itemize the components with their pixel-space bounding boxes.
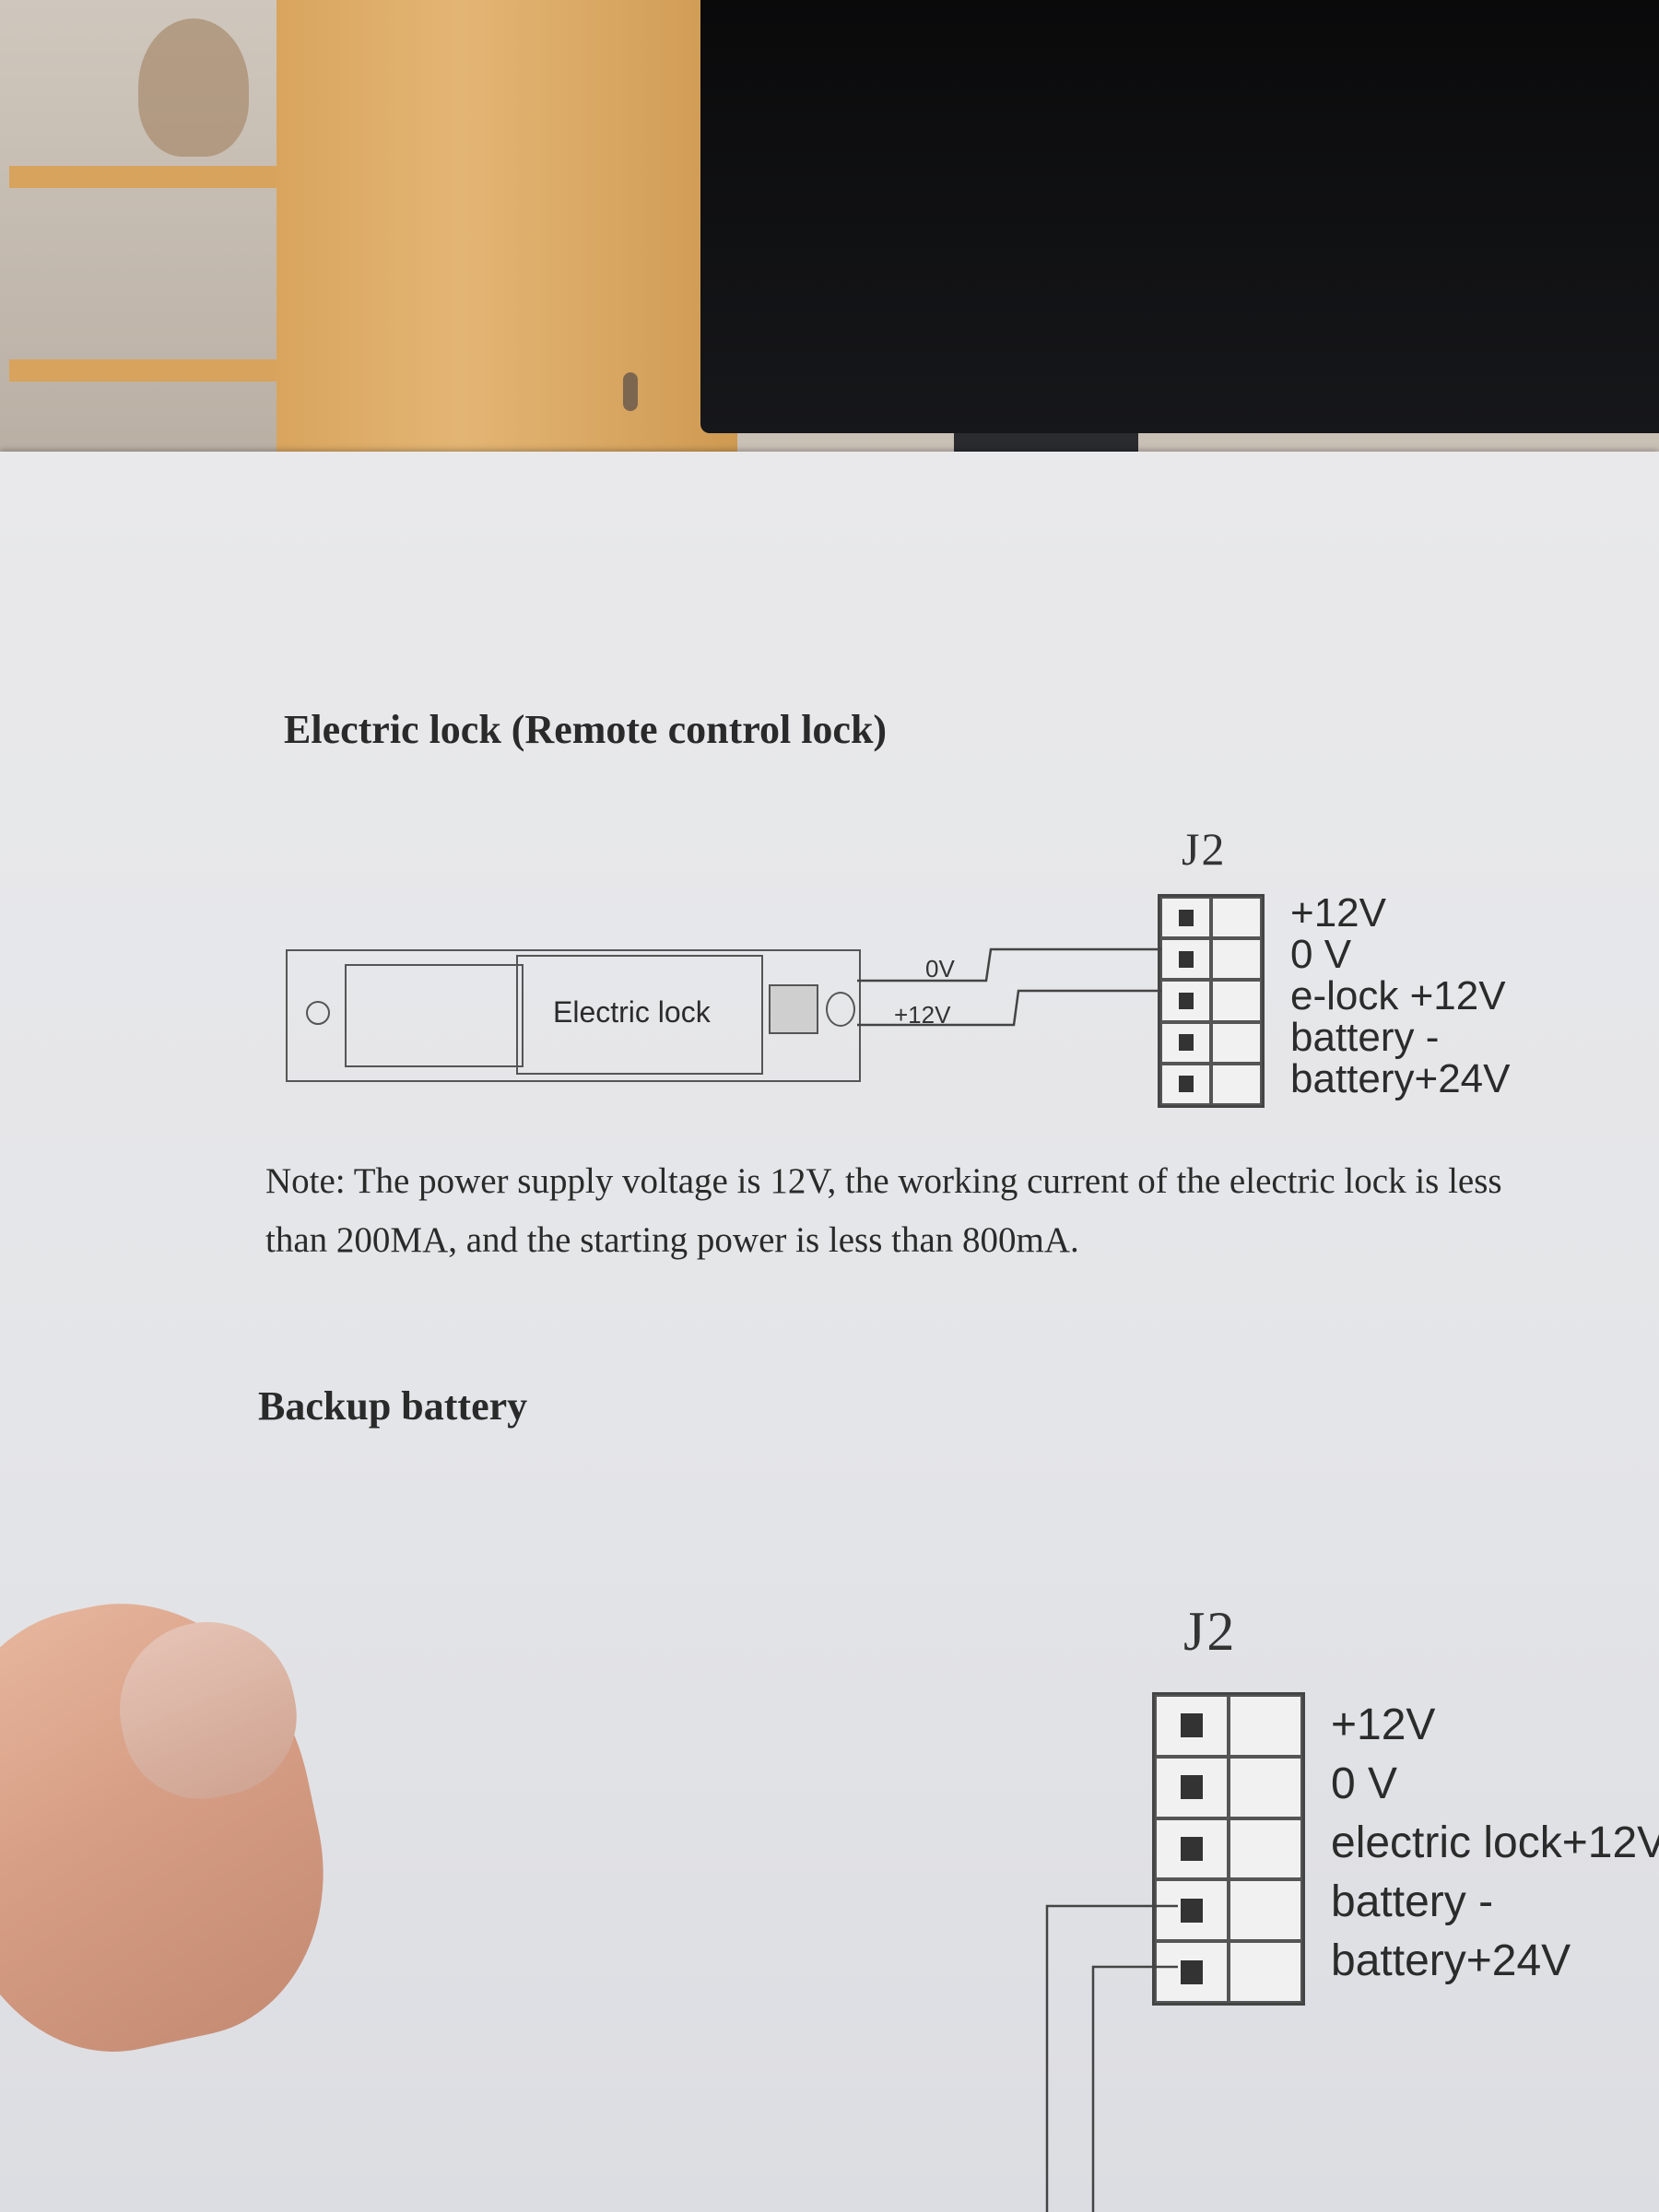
terminal-pin-cell <box>1160 1021 1211 1064</box>
terminal-label: battery - <box>1290 1015 1440 1060</box>
terminal-label: battery - <box>1331 1877 1494 1926</box>
terminal-label: battery+24V <box>1290 1056 1511 1101</box>
wire-12v <box>857 989 1161 1027</box>
terminal-pin-cell <box>1155 1695 1229 1757</box>
terminal-label: electric lock+12V <box>1331 1818 1659 1867</box>
note-line: than 200MA, and the starting power is le… <box>265 1220 1079 1260</box>
terminal-pin-cell <box>1155 1818 1229 1880</box>
j2-terminal-labels: +12V 0 V e-lock +12V battery - battery+2… <box>1290 892 1511 1100</box>
lock-mechanism-box <box>516 955 763 1075</box>
terminal-pin-cell <box>1160 897 1211 939</box>
electric-lock-body <box>286 949 861 1082</box>
terminal-label: battery+24V <box>1331 1936 1571 1985</box>
terminal-pin-cell <box>1160 938 1211 981</box>
terminal-pin-cell <box>1155 1941 1229 2003</box>
television <box>700 0 1659 433</box>
terminal-pin-cell <box>1155 1879 1229 1942</box>
terminal-pin-cell <box>1160 980 1211 1022</box>
cabinet-knob <box>623 372 638 411</box>
shelf-board <box>9 166 313 188</box>
wire-label-0v: 0V <box>925 955 955 982</box>
background-scene <box>0 0 1659 516</box>
terminal-label: 0 V <box>1290 932 1352 977</box>
wire-0v <box>857 947 1161 982</box>
electric-lock-label: Electric lock <box>553 995 711 1029</box>
lock-bolt-housing <box>345 964 524 1067</box>
lock-mount-hole <box>306 1001 330 1025</box>
wire-battery-negative <box>1045 1904 1178 2212</box>
lock-connector <box>769 984 818 1034</box>
terminal-label: +12V <box>1331 1700 1436 1749</box>
shelf-board <box>9 359 313 382</box>
teddy-bear <box>138 18 249 157</box>
wooden-cabinet <box>276 0 737 479</box>
wire-battery-positive <box>1091 1965 1178 2212</box>
terminal-label: e-lock +12V <box>1290 973 1506 1018</box>
section-title-backup-battery: Backup battery <box>258 1383 528 1429</box>
section-title-electric-lock: Electric lock (Remote control lock) <box>284 707 888 752</box>
terminal-label: 0 V <box>1331 1759 1398 1808</box>
j2-terminal-block <box>1158 894 1265 1108</box>
note-line: Note: The power supply voltage is 12V, t… <box>265 1161 1502 1201</box>
j2-terminal-block-battery <box>1152 1692 1305 2006</box>
j2-label: J2 <box>1183 1601 1237 1662</box>
power-supply-note: Note: The power supply voltage is 12V, t… <box>265 1152 1611 1270</box>
terminal-pin-cell <box>1155 1756 1229 1818</box>
j2-label: J2 <box>1182 823 1227 875</box>
j2-terminal-labels-battery: +12V 0 V electric lock+12V battery - bat… <box>1331 1696 1659 1991</box>
lock-connector-ring <box>826 992 855 1027</box>
terminal-label: +12V <box>1290 890 1386 935</box>
terminal-pin-cell <box>1160 1063 1211 1105</box>
